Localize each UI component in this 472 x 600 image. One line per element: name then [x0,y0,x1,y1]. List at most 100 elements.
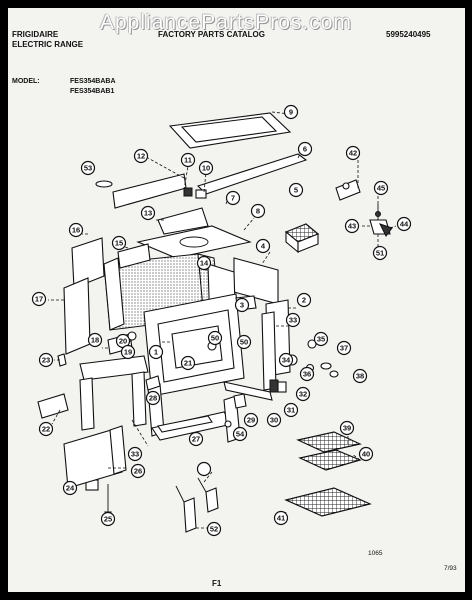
vent-duct [117,243,151,269]
callout-10-label: 10 [202,164,210,173]
callout-44: 44 [396,216,412,232]
callout-33a: 33 [285,312,301,328]
callout-23: 23 [38,352,54,368]
callout-27-label: 27 [192,435,200,444]
switch-block [195,189,207,199]
callout-7-label: 7 [231,194,235,203]
callout-13-label: 13 [144,209,152,218]
rail-30 [223,381,273,401]
callout-16: 16 [68,222,84,238]
callout-37-label: 37 [340,344,348,353]
callout-30: 30 [266,412,282,428]
callout-25-label: 25 [104,515,112,524]
callout-24: 24 [62,480,78,496]
callout-29: 29 [243,412,259,428]
callout-50-label: 53 [84,164,92,173]
callout-41: 41 [273,510,289,526]
callout-3-label: 3 [240,301,244,310]
callout-53-label: 51 [376,249,384,258]
callout-17: 17 [31,291,47,307]
callout-35: 35 [313,331,329,347]
callout-31: 31 [283,402,299,418]
nut-38 [329,370,339,378]
model-label: MODEL: [12,78,40,85]
callout-1: 1 [148,344,164,360]
callout-45: 45 [373,180,389,196]
callout-18-label: 18 [91,336,99,345]
parts-diagram-sheet: AppliancePartsPros.com FRIGIDAIRE ELECTR… [8,8,465,592]
oven-rack-upper [296,431,362,471]
hinge-54 [205,487,219,513]
switch-31 [269,379,279,393]
drawer-side [109,425,127,475]
callout-18: 18 [87,332,103,348]
callout-9-label: 9 [289,108,293,117]
callout-23-label: 23 [42,356,50,365]
oven-rack-lower [284,487,372,517]
callout-1-label: 1 [154,348,158,357]
clip-37 [320,362,332,370]
callout-12: 12 [133,148,149,164]
callout-54 [196,461,212,477]
watermark: AppliancePartsPros.com [100,11,352,34]
revision-date: 7/93 [444,565,457,572]
callout-26: 26 [130,463,146,479]
callout-32: 32 [295,386,311,402]
callout-48a: 50 [207,330,223,346]
element-box [284,223,320,254]
bracket-28 [145,375,161,391]
callout-44-label: 44 [400,220,409,229]
callout-43-label: 43 [348,222,356,231]
callout-33b-label: 33 [131,450,139,459]
side-panel-left [63,277,91,355]
callout-52: 54 [232,426,248,442]
callout-5: 5 [288,182,304,198]
callout-42: 42 [345,145,361,161]
callout-7: 7 [225,190,241,206]
callout-33a-label: 33 [289,316,297,325]
product-type: ELECTRIC RANGE [12,40,84,49]
callout-2: 2 [296,292,312,308]
callout-15: 15 [111,235,127,251]
callout-20-label: 20 [119,337,127,346]
terminal-block [183,187,193,197]
callout-25: 25 [100,511,116,527]
callout-42-label: 42 [349,149,357,158]
callout-10: 10 [198,160,214,176]
catalog-title: FACTORY PARTS CATALOG [158,30,265,39]
callout-6-label: 6 [303,145,307,154]
callout-12-label: 12 [137,152,145,161]
callout-48a-label: 50 [211,334,219,343]
callout-37: 37 [336,340,352,356]
callout-14-label: 14 [200,259,209,268]
callout-14: 14 [196,255,212,271]
rail-27 [157,415,213,433]
callout-50: 53 [80,160,96,176]
callout-8-label: 8 [256,207,260,216]
callout-2-label: 2 [302,296,306,305]
callout-31-label: 31 [287,406,295,415]
callout-20: 20 [115,333,131,349]
callout-19-label: 19 [124,348,132,357]
cooktop-frame [168,112,292,149]
callout-27: 27 [188,431,204,447]
callout-53: 51 [372,245,388,261]
callout-19: 19 [120,344,136,360]
callout-3: 3 [234,297,250,313]
callout-52-label: 54 [236,430,245,439]
model-number-2: FES354BAB1 [70,88,115,95]
hinge-51 [183,497,197,533]
model-number-1: FES354BABA [70,78,116,85]
callout-21: 21 [180,355,196,371]
callout-34-label: 34 [282,356,291,365]
callout-22: 22 [38,421,54,437]
figure-number: F1 [212,579,222,588]
callout-35-label: 35 [317,335,325,344]
callout-24-label: 24 [66,484,75,493]
callout-21-label: 21 [184,359,192,368]
catalog-number: 5995240495 [386,30,431,39]
right-post [261,311,277,391]
clip-23 [57,353,67,367]
callout-39: 39 [339,420,355,436]
callout-40-label: 40 [362,450,370,459]
